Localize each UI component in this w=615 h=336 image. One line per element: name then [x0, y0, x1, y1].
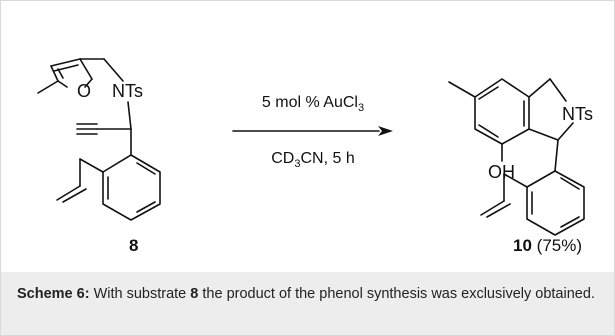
- furan-oxygen-label: O: [77, 81, 91, 101]
- sm-nts-label: NTs: [112, 81, 143, 101]
- reaction-scheme: O NTs 5 mol % AuCl3 CD3CN, 5 h NTs OH 8 …: [37, 58, 593, 255]
- starting-material-label: 8: [129, 236, 138, 255]
- product-nts-label: NTs: [562, 104, 593, 124]
- caption-compound: 8: [190, 286, 199, 302]
- figure-caption: Scheme 6: With substrate 8 the product o…: [1, 272, 614, 335]
- caption-text-b: the product of the phenol synthesis was …: [198, 286, 595, 302]
- scheme-drawing: O NTs 5 mol % AuCl3 CD3CN, 5 h NTs OH 8 …: [1, 1, 614, 272]
- caption-title: Scheme 6:: [17, 286, 90, 302]
- product-structure: [448, 78, 585, 236]
- hydroxyl-label: OH: [488, 162, 515, 182]
- starting-material-structure: [37, 58, 161, 221]
- caption-text-a: With substrate: [89, 286, 191, 302]
- reaction-arrow: [232, 126, 393, 136]
- catalyst-label: 5 mol % AuCl3: [262, 94, 364, 114]
- product-label: 10 (75%): [513, 236, 582, 255]
- solvent-time-label: CD3CN, 5 h: [271, 150, 354, 170]
